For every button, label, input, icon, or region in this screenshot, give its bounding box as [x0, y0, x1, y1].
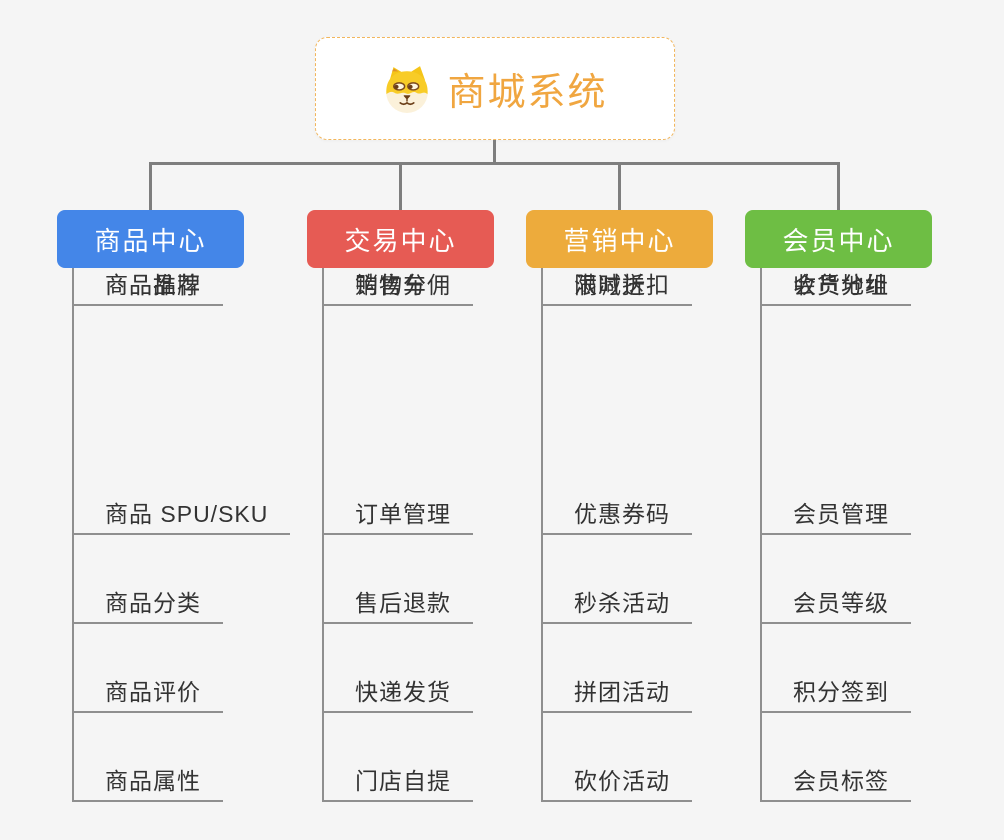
branch-header-trade-center[interactable]: 交易中心	[307, 210, 494, 268]
branch-child-line	[72, 268, 74, 802]
connector-drop-3	[618, 162, 621, 210]
branch-child-line	[541, 268, 543, 802]
branch-marketing-center: 营销中心 优惠券码 秒杀活动 拼团活动 砍价活动 限时折扣 满减送	[526, 210, 713, 802]
branch-member-center: 会员中心 会员管理 会员等级 积分签到 会员标签 会员分组 收货地址	[745, 210, 932, 802]
branch-trade-center: 交易中心 订单管理 售后退款 快递发货 门店自提 购物车 销售分佣	[307, 210, 494, 802]
sub-topic[interactable]: 会员标签	[760, 764, 911, 802]
sub-topic[interactable]: 售后退款	[322, 586, 473, 624]
sub-topic[interactable]: 商品 SPU/SKU	[72, 497, 291, 535]
sub-topic[interactable]: 会员管理	[760, 497, 911, 535]
sub-topic[interactable]: 商品评价	[72, 675, 223, 713]
connector-drop-4	[837, 162, 840, 210]
branch-child-line	[322, 268, 324, 802]
branch-child-line	[760, 268, 762, 802]
sub-topic[interactable]: 优惠券码	[541, 497, 692, 535]
root-topic-title: 商城系统	[447, 72, 608, 114]
sub-topic[interactable]: 收货地址	[760, 268, 911, 306]
connector-root-stem	[493, 140, 496, 164]
connector-horizontal	[149, 162, 840, 165]
sub-topic[interactable]: 商品分类	[72, 586, 223, 624]
sub-topic[interactable]: 快递发货	[322, 675, 473, 713]
root-topic[interactable]: 商城系统	[315, 37, 675, 140]
sub-topic[interactable]: 商品品牌	[72, 268, 223, 306]
branch-header-member-center[interactable]: 会员中心	[745, 210, 932, 268]
sub-topic[interactable]: 订单管理	[322, 497, 473, 535]
connector-drop-2	[399, 162, 402, 210]
sub-topic[interactable]: 销售分佣	[322, 268, 473, 306]
sub-topic[interactable]: 商品属性	[72, 764, 223, 802]
sub-topic[interactable]: 满减送	[541, 268, 668, 306]
sub-topic[interactable]: 门店自提	[322, 764, 473, 802]
sub-topic[interactable]: 积分签到	[760, 675, 911, 713]
sub-topic[interactable]: 拼团活动	[541, 675, 692, 713]
dog-face-icon	[386, 65, 429, 113]
branch-product-center: 商品中心 商品 SPU/SKU 商品分类 商品评价 商品属性 商品推荐 商品品牌	[57, 210, 291, 802]
sub-topic[interactable]: 砍价活动	[541, 764, 692, 802]
branch-header-marketing-center[interactable]: 营销中心	[526, 210, 713, 268]
sub-topic[interactable]: 会员等级	[760, 586, 911, 624]
branch-header-product-center[interactable]: 商品中心	[57, 210, 244, 268]
connector-drop-1	[149, 162, 152, 210]
sub-topic[interactable]: 秒杀活动	[541, 586, 692, 624]
